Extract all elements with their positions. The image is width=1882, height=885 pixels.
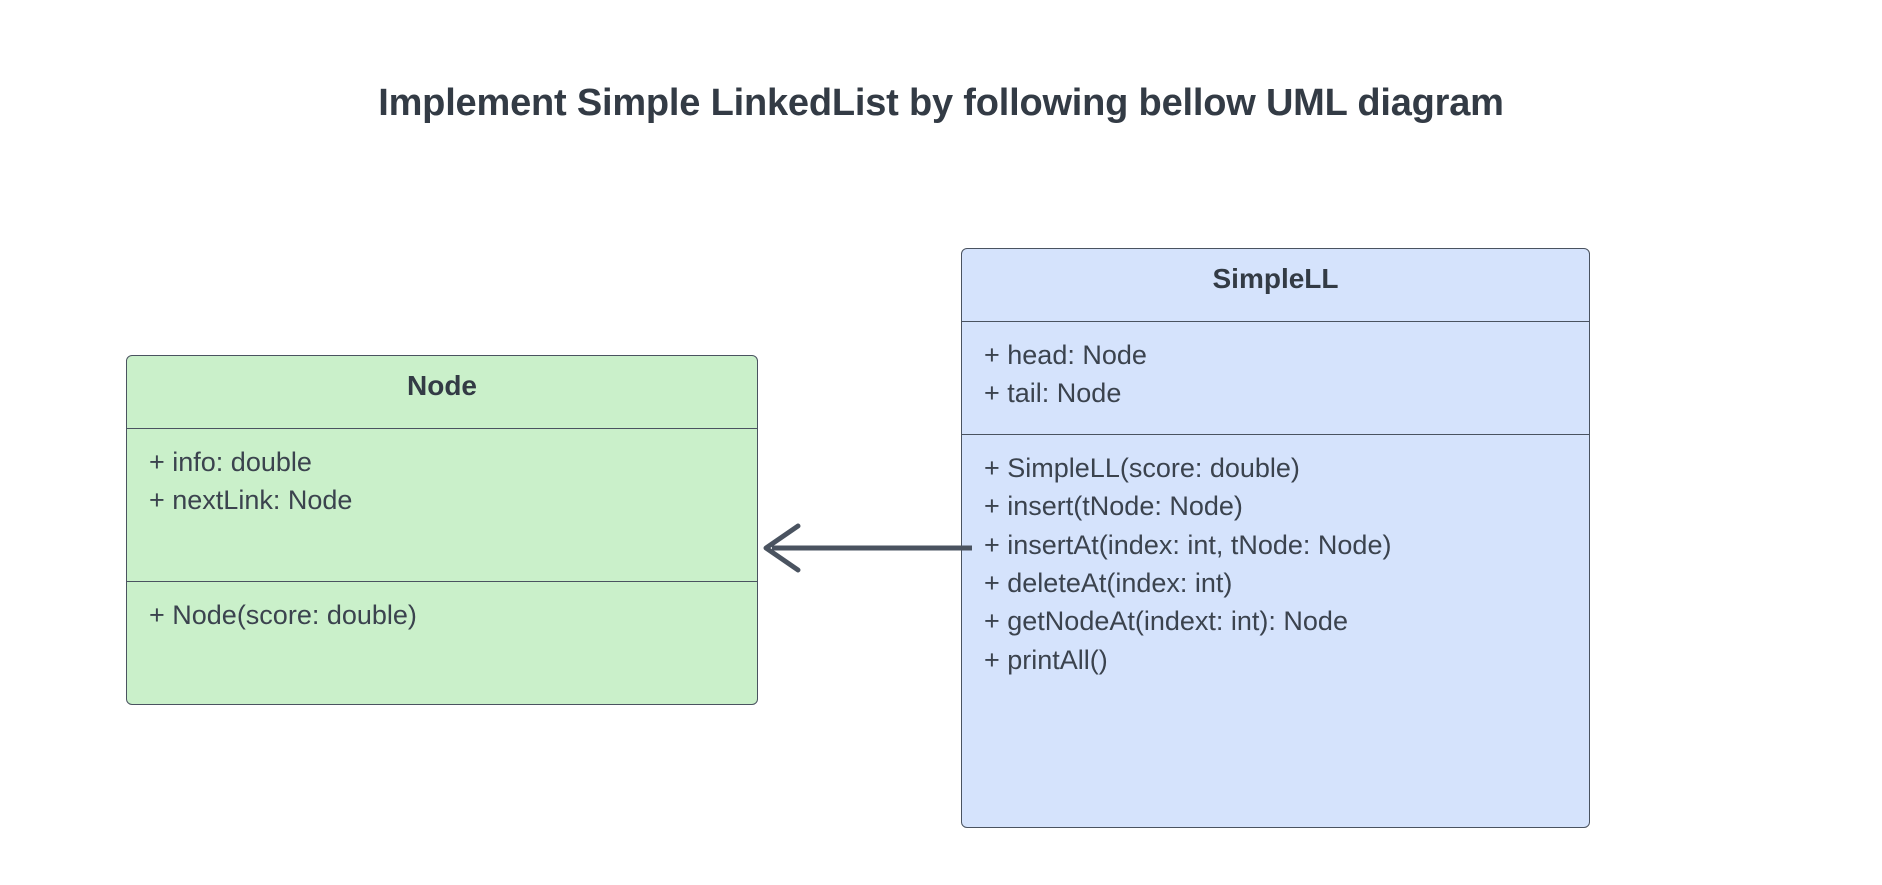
attribute-row: + tail: Node bbox=[984, 378, 1122, 409]
attributes-compartment-node: + info: double + nextLink: Node bbox=[127, 429, 757, 581]
class-divider bbox=[962, 321, 1589, 322]
attribute-row: + nextLink: Node bbox=[149, 485, 353, 516]
methods-compartment-simplell: + SimpleLL(score: double) + insert(tNode… bbox=[962, 435, 1589, 815]
class-name-simplell: SimpleLL bbox=[1212, 263, 1339, 294]
method-row: + getNodeAt(indext: int): Node bbox=[984, 606, 1348, 637]
class-divider bbox=[127, 581, 757, 582]
methods-compartment-node: + Node(score: double) bbox=[127, 582, 757, 704]
attribute-row: + head: Node bbox=[984, 340, 1147, 370]
method-row: + Node(score: double) bbox=[149, 600, 417, 630]
method-row: + SimpleLL(score: double) bbox=[984, 453, 1300, 483]
page-title: Implement Simple LinkedList by following… bbox=[378, 82, 1504, 124]
class-divider bbox=[127, 428, 757, 429]
method-row: + insertAt(index: int, tNode: Node) bbox=[984, 529, 1392, 560]
class-divider bbox=[962, 434, 1589, 435]
attributes-compartment-simplell: + head: Node + tail: Node bbox=[962, 322, 1589, 434]
method-row: + insert(tNode: Node) bbox=[984, 491, 1243, 522]
class-box-node[interactable]: Node + info: double + nextLink: Node + N… bbox=[126, 355, 758, 705]
class-name-node: Node bbox=[407, 370, 477, 401]
class-box-simplell[interactable]: SimpleLL + head: Node + tail: Node + Sim… bbox=[961, 248, 1590, 828]
method-row: + printAll() bbox=[984, 644, 1108, 675]
attribute-row: + info: double bbox=[149, 447, 312, 477]
association-arrow-icon bbox=[763, 523, 972, 573]
method-row: + deleteAt(index: int) bbox=[984, 567, 1233, 598]
